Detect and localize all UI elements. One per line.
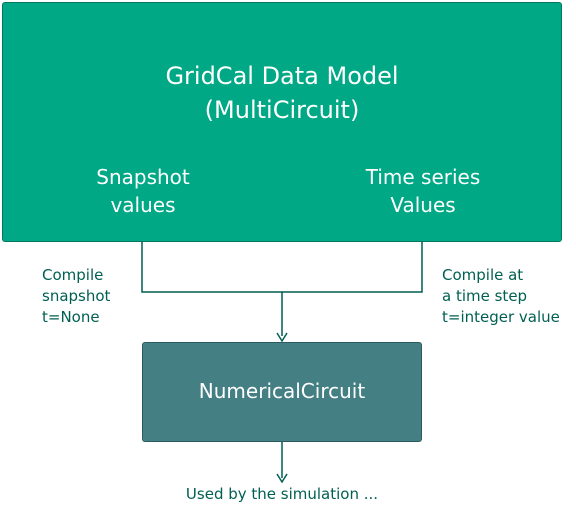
numerical-circuit-label: NumericalCircuit bbox=[198, 379, 366, 403]
arrowhead-to-simulation bbox=[276, 473, 288, 484]
multicircuit-box: GridCal Data Model (MultiCircuit) Snapsh… bbox=[2, 2, 562, 242]
numerical-circuit-box: NumericalCircuit bbox=[142, 342, 422, 442]
compile-snapshot-label: Compile snapshot t=None bbox=[42, 266, 111, 326]
compile-timestep-label: Compile at a time step t=integer value bbox=[442, 266, 560, 326]
timeseries-values-label: Time series Values bbox=[365, 165, 481, 217]
simulation-usage-note: Used by the simulation ... bbox=[185, 485, 379, 503]
timeseries-connector bbox=[282, 241, 423, 293]
arrowhead-to-numerical bbox=[276, 332, 288, 343]
snapshot-values-label: Snapshot values bbox=[96, 165, 190, 217]
multicircuit-title: GridCal Data Model (MultiCircuit) bbox=[165, 62, 399, 124]
snapshot-connector bbox=[141, 241, 283, 336]
